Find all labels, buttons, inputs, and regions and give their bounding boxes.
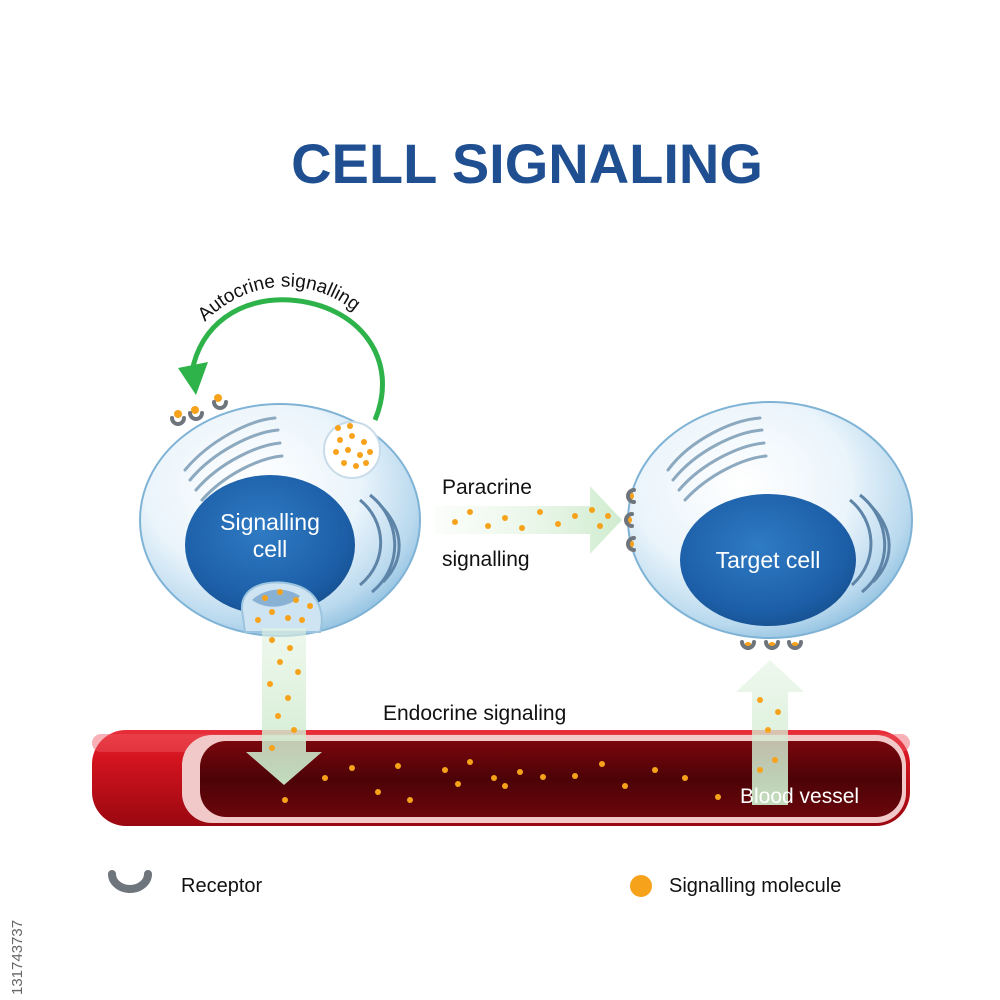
page-title: CELL SIGNALING: [291, 132, 763, 195]
signalling-molecule-icon: [630, 875, 652, 897]
signalling-cell-label-2: cell: [253, 536, 288, 562]
target-nucleus: [680, 494, 856, 626]
paracrine-label-1: Paracrine: [442, 476, 532, 499]
receptor-icon: [108, 870, 152, 893]
endocrine-label: Endocrine signaling: [383, 702, 566, 725]
legend-molecule-label: Signalling molecule: [669, 875, 841, 897]
endocrine-up-arrow: [736, 660, 804, 805]
receptors: [170, 400, 803, 650]
target-cell-label: Target cell: [716, 547, 821, 573]
signalling-nucleus: [185, 475, 355, 615]
signalling-cell-label-1: Signalling: [220, 509, 320, 535]
legend: Receptor Signalling molecule: [108, 870, 841, 897]
endocrine-down-arrow: [246, 628, 322, 785]
autocrine-arrow: [178, 297, 385, 421]
blood-vessel-label: Blood vessel: [740, 785, 859, 808]
legend-receptor-label: Receptor: [181, 875, 262, 897]
target-cell: [627, 401, 913, 639]
paracrine-arrow: [435, 486, 622, 554]
paracrine-label-2: signalling: [442, 548, 530, 571]
signalling-molecules: [174, 394, 799, 803]
stock-id-label: 131743737: [9, 920, 26, 995]
signalling-cell: [139, 403, 421, 637]
